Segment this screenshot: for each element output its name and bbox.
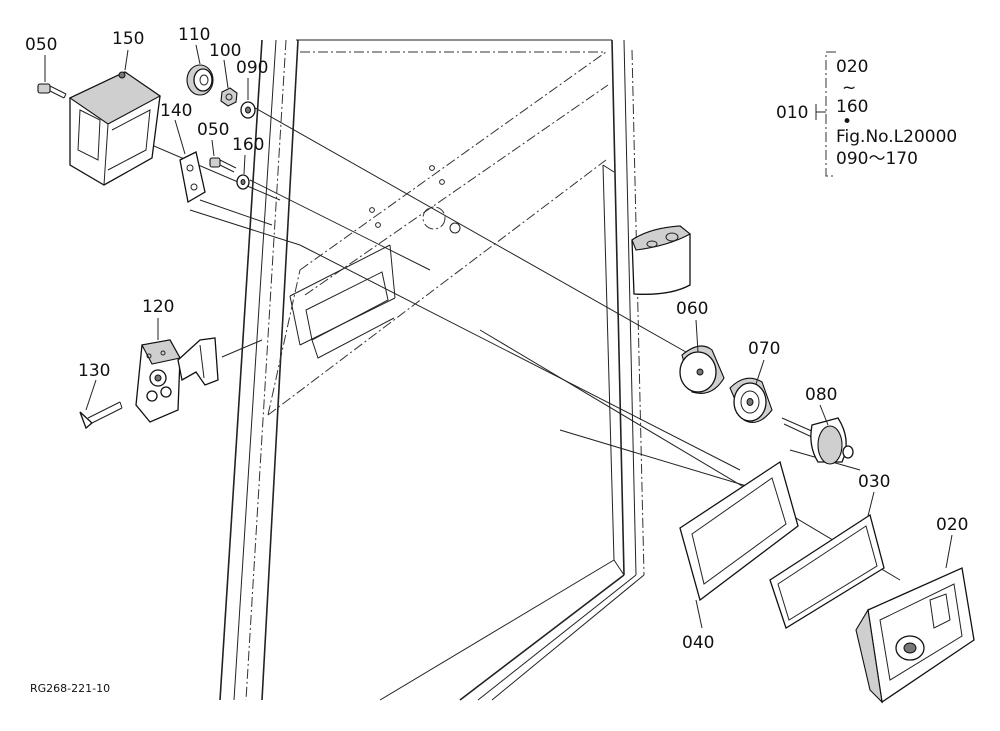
callout-040: 040 [682, 633, 714, 653]
washer-160 [236, 174, 250, 190]
washer-090 [240, 101, 256, 119]
legend-tilde: ~ [842, 78, 856, 98]
cover-150 [68, 71, 162, 186]
gasket-030 [769, 513, 885, 629]
spacer-070 [729, 377, 773, 423]
legend-assembly: 010 [776, 103, 808, 123]
callout-100: 100 [209, 41, 241, 61]
callout-030: 030 [858, 472, 890, 492]
callout-140: 140 [160, 101, 192, 121]
legend-range-start: 020 [836, 57, 868, 77]
callout-150: 150 [112, 29, 144, 49]
callout-050-top: 050 [25, 35, 57, 55]
inner-panel [267, 51, 609, 416]
legend-dot: • [842, 112, 852, 132]
door-hinge [631, 225, 691, 295]
door-frame [219, 39, 645, 701]
handle-020 [855, 567, 975, 704]
legend-block: 010 020 ~ 160 • Fig.No.L20000 090～170 [776, 51, 957, 177]
gasket-040 [679, 460, 799, 602]
screw-050-middle [209, 157, 237, 173]
callout-050-middle: 050 [197, 120, 229, 140]
assembly-lines [69, 104, 901, 581]
callout-090: 090 [236, 58, 268, 78]
rubber-060 [679, 345, 725, 394]
bolt-130 [79, 401, 123, 430]
callout-080: 080 [805, 385, 837, 405]
bushing-110 [186, 64, 214, 96]
nut-100 [220, 87, 238, 107]
callout-110: 110 [178, 25, 210, 45]
legend-range-end: 160 [836, 97, 868, 117]
legend-ref: Fig.No.L20000 [836, 127, 957, 147]
callout-020: 020 [936, 515, 968, 535]
callout-leaders [44, 44, 953, 629]
latch-120 [135, 337, 219, 423]
plate-140 [179, 151, 206, 204]
callout-160: 160 [232, 135, 264, 155]
knob-080 [781, 417, 854, 465]
callout-060: 060 [676, 299, 708, 319]
screw-050-top [37, 83, 67, 99]
callout-070: 070 [748, 339, 780, 359]
drawing-code: RG268-221-10 [30, 682, 110, 695]
legend-ref-range: 090～170 [836, 149, 918, 169]
callout-130: 130 [78, 361, 110, 381]
callout-120: 120 [142, 297, 174, 317]
